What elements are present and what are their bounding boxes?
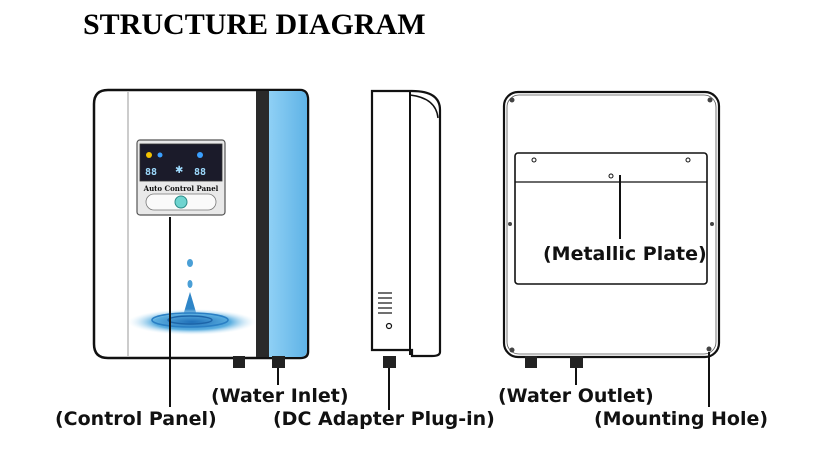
panel-title: Auto Control Panel: [143, 184, 219, 193]
label-water-inlet: (Water Inlet): [211, 385, 349, 407]
screw-top-right-icon: [707, 97, 713, 103]
side-vent: [378, 292, 392, 314]
control-panel: 88 88 ✱ Auto Control Panel: [136, 139, 226, 216]
front-connector-left: [233, 356, 245, 368]
water-outlet-connector: [570, 356, 583, 368]
water-inlet-connector: [272, 356, 285, 368]
dc-adapter-connector: [383, 356, 396, 368]
label-mounting-hole: (Mounting Hole): [594, 408, 769, 430]
diagram-title: STRUCTURE DIAGRAM: [83, 8, 426, 41]
status-icon: [197, 152, 203, 158]
display-left-digits: 88: [145, 167, 157, 178]
screw-top-left-icon: [509, 97, 515, 103]
blue-side-panel: [269, 91, 307, 357]
back-connector-left: [525, 356, 537, 368]
side-body-outline: [370, 89, 442, 358]
water-drop-middle: [187, 280, 193, 288]
mounting-hole-icon: [706, 346, 712, 352]
metallic-plate: [514, 152, 708, 285]
water-drop-upper: [187, 259, 193, 267]
label-dc-adapter: (DC Adapter Plug-in): [273, 408, 495, 430]
label-water-outlet: (Water Outlet): [498, 385, 654, 407]
back-view: [502, 90, 721, 407]
control-button-icon: [174, 195, 188, 209]
power-icon: [146, 152, 152, 158]
label-metallic-plate: (Metallic Plate): [543, 243, 707, 265]
dark-stripe: [256, 91, 269, 357]
dc-socket-icon: [385, 322, 393, 330]
side-view: [370, 89, 442, 410]
display-right-digits: 88: [194, 167, 206, 178]
control-display: [139, 143, 223, 182]
water-drop-icon: [157, 152, 163, 158]
front-view: 88 88 ✱ Auto Control Panel: [92, 88, 310, 407]
label-control-panel: (Control Panel): [55, 408, 217, 430]
fan-icon: ✱: [175, 165, 183, 176]
